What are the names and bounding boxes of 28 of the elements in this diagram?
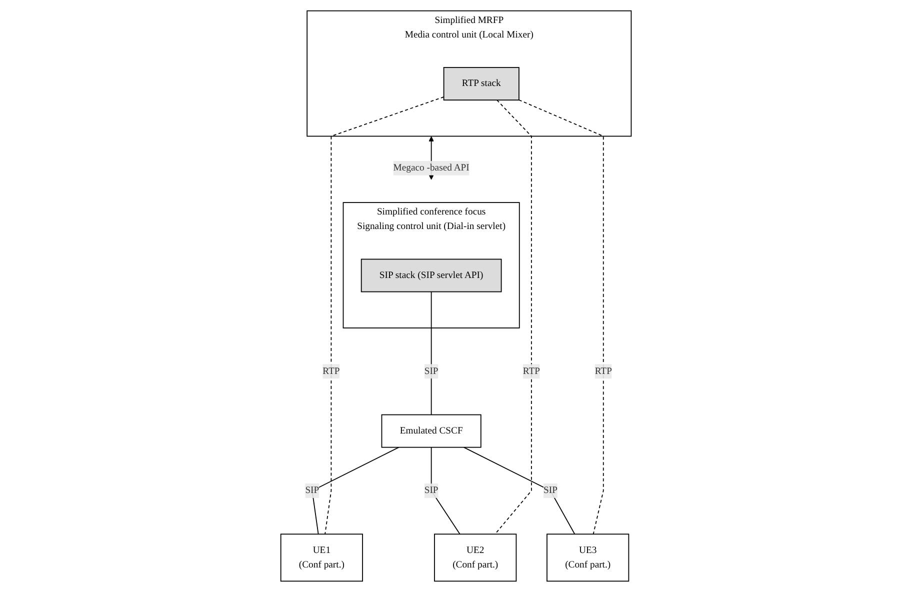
cluster — [306, 10, 632, 137]
unit-label: Media control unit (Local Mixer) — [404, 30, 534, 40]
node-box — [381, 414, 482, 448]
edge-label: SIP — [543, 485, 558, 496]
group-heading: Simplified conference focus — [376, 206, 486, 218]
connector — [324, 96, 444, 535]
connector — [430, 291, 432, 416]
node-box — [360, 258, 502, 292]
edge-label: SIP — [424, 366, 438, 376]
cluster — [342, 202, 520, 328]
network-diagram: Simplified MRFP Media control unit (Local Mixer) RTP stack Megaco -based API Simplified conference focus Signaling control unit (Dial-in servlet) SIP stack (SIP servlet API) RTP SIP RTP RTP Emulated CSCF SIP SIP SIP UE1 (Conf part.) UE2 (Conf part.) UE3 (Conf part.) — [276, 6, 636, 586]
node-box — [443, 67, 520, 100]
connector — [312, 446, 400, 535]
edge-label: RTP — [522, 366, 540, 376]
node-box — [434, 534, 517, 582]
edge-label: RTP — [594, 366, 612, 376]
group-heading: Simplified MRFP — [434, 15, 504, 26]
connector — [518, 99, 604, 535]
node-box — [546, 534, 630, 582]
connector — [463, 446, 576, 535]
node-box — [280, 534, 363, 582]
unit-label: Signaling control unit (Dial-in servlet) — [357, 221, 506, 232]
connector — [430, 446, 460, 535]
connector — [494, 100, 532, 535]
edge-label: SIP — [424, 485, 438, 496]
edge-label: Megaco -based API — [393, 162, 470, 173]
edge-label: SIP — [305, 485, 320, 496]
edge-label: RTP — [322, 366, 340, 376]
